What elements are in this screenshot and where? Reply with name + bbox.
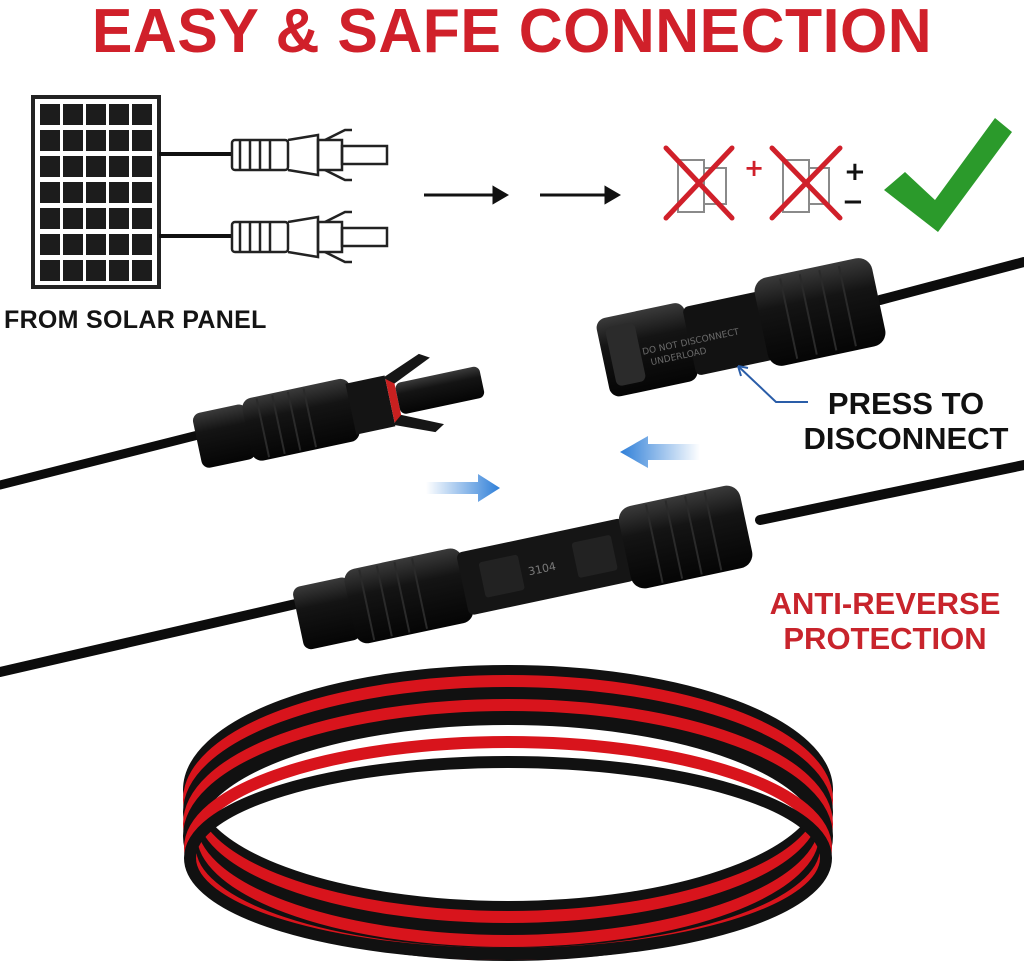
cables (0, 257, 1024, 677)
female-connector: DO NOT DISCONNECT UNDERLOAD (596, 258, 886, 397)
motion-arrows (426, 436, 700, 502)
press-line-2: DISCONNECT (803, 421, 1009, 456)
plus-sign: + (844, 157, 866, 187)
press-line-1: PRESS TO (827, 386, 985, 421)
minus-sign: − (842, 187, 864, 217)
press-arrow-icon (737, 365, 808, 403)
cross-icon (663, 145, 843, 221)
arrow-right-icon (424, 185, 621, 205)
anti-reverse-label: ANTI-REVERSE PROTECTION (760, 586, 1010, 656)
check-icon (884, 118, 1012, 232)
plus-sign-red: + (744, 154, 764, 182)
headline-title: EASY & SAFE CONNECTION (91, 0, 933, 66)
mated-connector-text: 3104 (527, 560, 557, 579)
coiled-cable (183, 665, 833, 961)
male-connector (192, 353, 485, 468)
anti-line-1: ANTI-REVERSE (769, 586, 1001, 621)
solar-panel-icon (31, 95, 232, 289)
mated-connector: 3104 (293, 485, 753, 650)
press-to-disconnect-label: PRESS TO DISCONNECT (790, 386, 1022, 456)
anti-line-2: PROTECTION (783, 621, 987, 656)
mc4-connector-icon (230, 128, 389, 264)
from-solar-panel-label: FROM SOLAR PANEL (4, 306, 267, 334)
